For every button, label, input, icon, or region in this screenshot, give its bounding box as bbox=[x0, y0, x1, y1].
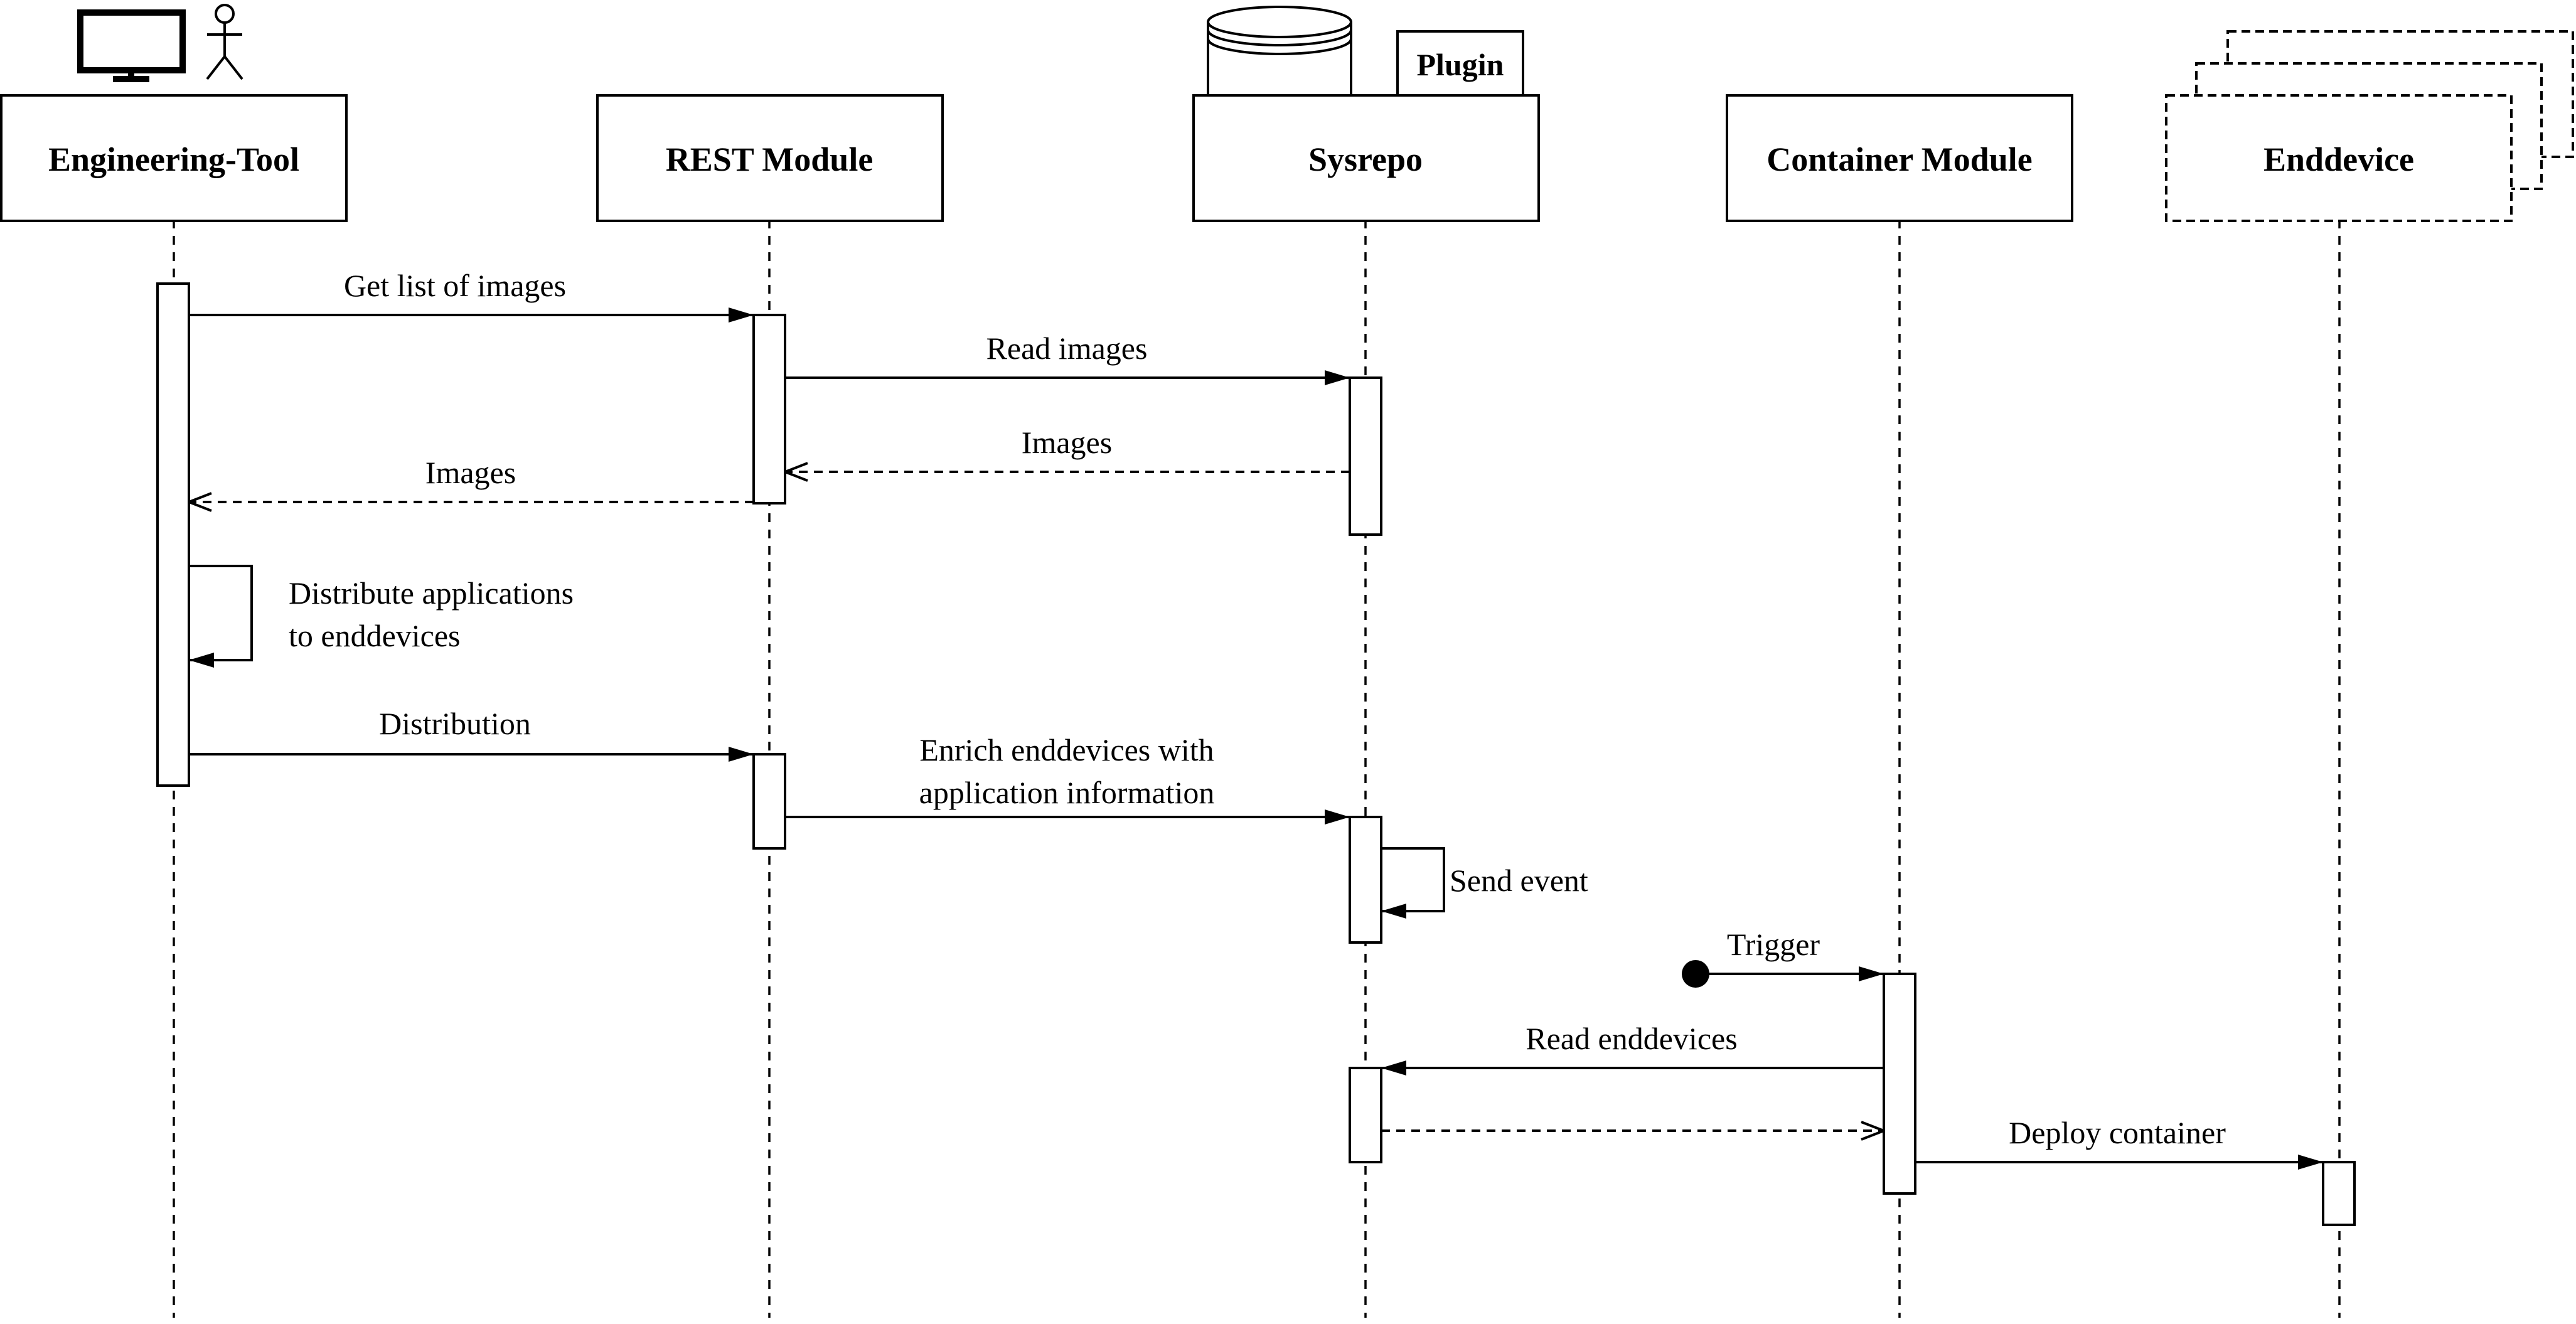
sysrepo-plugin-box: Plugin bbox=[1396, 30, 1524, 97]
message-read-enddevices: Read enddevices bbox=[1381, 1021, 1884, 1076]
svg-text:Trigger: Trigger bbox=[1727, 927, 1820, 962]
database-icon bbox=[1207, 6, 1352, 97]
message-trigger: Trigger bbox=[1682, 927, 1884, 988]
participant-engineering-tool: Engineering-Tool bbox=[0, 94, 348, 222]
participant-rest-module: REST Module bbox=[596, 94, 944, 222]
svg-text:Distribute applications: Distribute applications bbox=[289, 575, 574, 611]
svg-text:Enddevice: Enddevice bbox=[2263, 141, 2414, 178]
svg-text:Enrich enddevices with: Enrich enddevices with bbox=[919, 732, 1214, 767]
activation-sysrepo-1 bbox=[1349, 376, 1382, 536]
svg-text:Deploy container: Deploy container bbox=[2009, 1115, 2226, 1150]
svg-text:Sysrepo: Sysrepo bbox=[1308, 141, 1423, 178]
participant-sysrepo: Sysrepo bbox=[1192, 94, 1540, 222]
actor-icon bbox=[206, 4, 243, 80]
message-distribution: Distribution bbox=[189, 706, 754, 762]
monitor-icon bbox=[77, 9, 186, 82]
svg-text:Read images: Read images bbox=[986, 331, 1148, 366]
message-read-images: Read images bbox=[785, 331, 1350, 385]
activation-engineering-tool bbox=[156, 282, 190, 787]
participant-enddevice: Enddevice bbox=[2165, 30, 2574, 222]
return-images-from-rest: Images bbox=[189, 455, 754, 502]
svg-text:REST Module: REST Module bbox=[666, 141, 874, 178]
self-message-distribute-applications: Distribute applications to enddevices bbox=[189, 565, 574, 668]
svg-text:Engineering-Tool: Engineering-Tool bbox=[48, 141, 299, 178]
svg-text:application information: application information bbox=[919, 775, 1215, 810]
activation-sysrepo-3 bbox=[1349, 1067, 1382, 1163]
message-get-list-of-images: Get list of images bbox=[189, 268, 754, 323]
participant-container-module: Container Module bbox=[1726, 94, 2073, 222]
activation-enddevice bbox=[2322, 1161, 2356, 1226]
activation-container-module bbox=[1883, 973, 1916, 1195]
svg-text:Send event: Send event bbox=[1450, 863, 1588, 898]
message-deploy-container: Deploy container bbox=[1915, 1115, 2323, 1170]
self-message-send-event: Send event bbox=[1381, 847, 1588, 919]
svg-text:Container Module: Container Module bbox=[1766, 141, 2033, 178]
activation-rest-module-2 bbox=[752, 753, 786, 850]
return-images-from-sysrepo: Images bbox=[785, 425, 1350, 472]
activation-sysrepo-2 bbox=[1349, 816, 1382, 944]
svg-text:Images: Images bbox=[425, 455, 516, 490]
svg-text:to enddevices: to enddevices bbox=[289, 618, 461, 653]
svg-text:Read enddevices: Read enddevices bbox=[1526, 1021, 1737, 1056]
activation-rest-module-1 bbox=[752, 314, 786, 505]
svg-text:Plugin: Plugin bbox=[1417, 47, 1504, 82]
svg-text:Get list of images: Get list of images bbox=[344, 268, 566, 303]
svg-text:Images: Images bbox=[1022, 425, 1112, 460]
svg-text:Distribution: Distribution bbox=[379, 706, 531, 741]
message-enrich-enddevices: Enrich enddevices with application infor… bbox=[785, 732, 1350, 825]
